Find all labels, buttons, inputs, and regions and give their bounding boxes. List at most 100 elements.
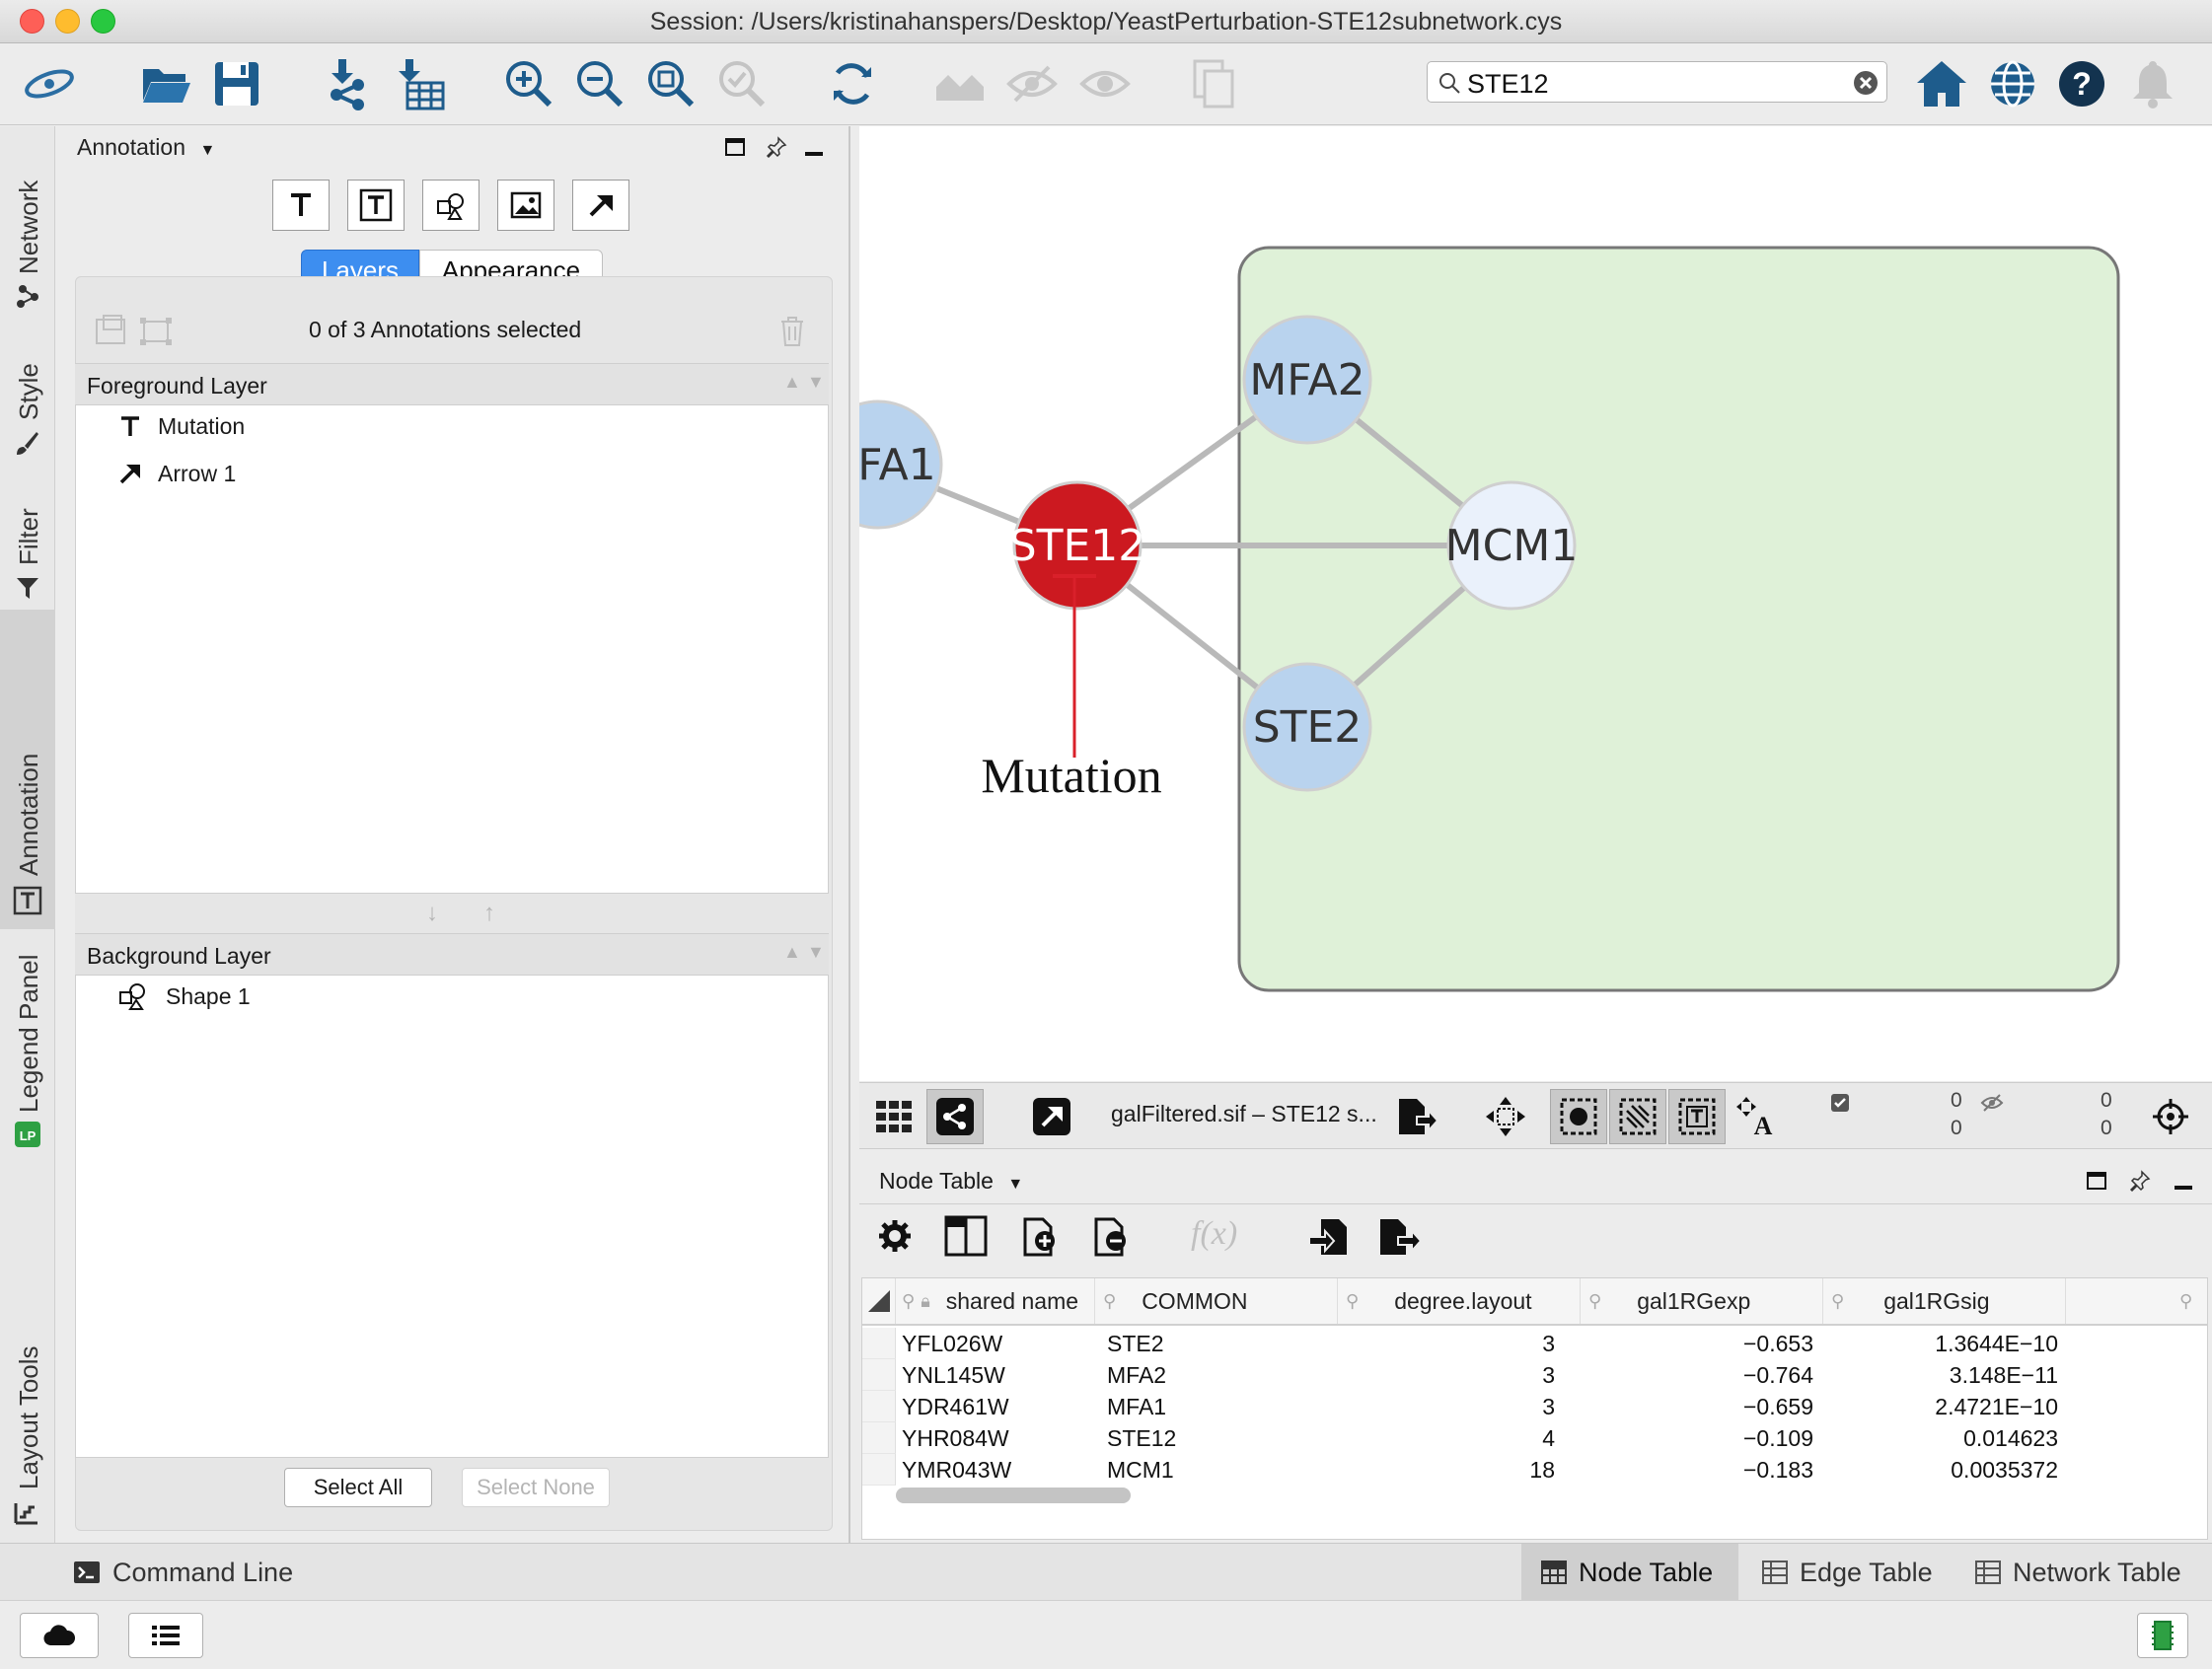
zoom-fit-icon[interactable]	[641, 54, 700, 113]
table-cell[interactable]: 18	[1529, 1457, 1555, 1483]
table-cell[interactable]: 3.148E−11	[1949, 1362, 2058, 1388]
home-icon[interactable]	[1912, 54, 1971, 113]
grid-view-button[interactable]	[865, 1089, 922, 1144]
network-node-circle[interactable]	[1242, 315, 1372, 445]
delete-column-icon[interactable]	[1092, 1215, 1132, 1259]
network-node-ste2[interactable]: STE2	[1242, 662, 1372, 792]
table-cell[interactable]: 1.3644E−10	[1935, 1331, 2058, 1356]
pin-panel-icon[interactable]	[2129, 1170, 2151, 1192]
network-node-circle[interactable]	[1012, 480, 1143, 611]
row-header[interactable]	[862, 1328, 896, 1359]
network-node-circle[interactable]	[1242, 662, 1372, 792]
node-table-grid[interactable]: ⚲ 🔒︎ shared name ⚲ COMMON ⚲ degree.layou…	[861, 1277, 2208, 1540]
add-shape-annotation-button[interactable]	[422, 180, 479, 231]
help-icon[interactable]: ?	[2052, 54, 2111, 113]
table-cell[interactable]: −0.183	[1743, 1457, 1813, 1483]
float-panel-icon[interactable]	[724, 136, 746, 158]
horizontal-scrollbar[interactable]	[896, 1488, 1131, 1503]
birds-eye-view-button[interactable]	[2142, 1089, 2199, 1144]
side-tab-network[interactable]: Network	[0, 146, 55, 319]
table-cell[interactable]: 0.0035372	[1951, 1457, 2058, 1483]
minimize-window-button[interactable]	[55, 9, 80, 34]
export-network-button[interactable]	[1388, 1089, 1445, 1144]
table-cell[interactable]: MCM1	[1107, 1457, 1174, 1483]
table-row[interactable]: YMR043W MCM1 18 −0.183 0.0035372	[862, 1454, 2207, 1486]
table-cell[interactable]: STE12	[1107, 1425, 1177, 1451]
table-cell[interactable]: YDR461W	[902, 1394, 1009, 1419]
list-item[interactable]: Arrow 1	[118, 457, 236, 490]
column-header-degree-layout[interactable]: ⚲ degree.layout	[1338, 1278, 1581, 1324]
table-cell[interactable]: YFL026W	[902, 1331, 1003, 1356]
row-header[interactable]	[862, 1359, 896, 1391]
row-header[interactable]	[862, 1391, 896, 1422]
select-nodes-button[interactable]	[1550, 1089, 1607, 1144]
column-header-gal1rgsig[interactable]: ⚲ gal1RGsig	[1823, 1278, 2066, 1324]
table-cell[interactable]: STE2	[1107, 1331, 1164, 1356]
cloud-button[interactable]	[20, 1613, 99, 1658]
table-cell[interactable]: MFA1	[1107, 1394, 1167, 1419]
cytoscape-logo-icon[interactable]	[20, 54, 79, 113]
side-tab-style[interactable]: Style	[0, 324, 55, 462]
table-cell[interactable]: 2.4721E−10	[1935, 1394, 2058, 1419]
network-node-mcm1[interactable]: MCM1	[1445, 480, 1579, 611]
task-list-button[interactable]	[128, 1613, 203, 1658]
table-cell[interactable]: 4	[1542, 1425, 1555, 1451]
select-annotations-button[interactable]	[1668, 1089, 1726, 1144]
select-all-button[interactable]: Select All	[284, 1468, 432, 1507]
select-labels-button[interactable]: A	[1728, 1089, 1785, 1144]
zoom-window-button[interactable]	[91, 9, 115, 34]
add-arrow-annotation-button[interactable]	[572, 180, 629, 231]
side-tab-annotation[interactable]: Annotation	[0, 610, 55, 929]
table-cell[interactable]: −0.659	[1743, 1394, 1813, 1419]
table-row[interactable]: YDR461W MFA1 3 −0.659 2.4721E−10	[862, 1391, 2207, 1422]
import-table-icon[interactable]	[391, 54, 450, 113]
table-cell[interactable]: −0.764	[1743, 1362, 1813, 1388]
gear-icon[interactable]	[877, 1218, 913, 1254]
list-item[interactable]: Mutation	[118, 409, 245, 443]
side-tab-filter[interactable]: Filter	[0, 467, 55, 605]
row-header[interactable]	[862, 1422, 896, 1454]
side-tab-legend-panel[interactable]: Legend Panel LP	[0, 935, 55, 1172]
network-node-mfa1[interactable]: MFA1	[813, 399, 943, 530]
table-cell[interactable]: −0.109	[1743, 1425, 1813, 1451]
table-cell[interactable]: YHR084W	[902, 1425, 1009, 1451]
annotation-panel-header[interactable]: Annotation ▼	[77, 134, 215, 161]
clear-search-icon[interactable]	[1853, 70, 1879, 96]
network-view-button[interactable]	[926, 1089, 984, 1144]
select-nodes-and-edges-button[interactable]	[1477, 1089, 1534, 1144]
open-session-icon[interactable]	[136, 54, 195, 113]
add-image-annotation-button[interactable]	[497, 180, 554, 231]
detach-view-button[interactable]	[1023, 1089, 1080, 1144]
column-header-shared-name[interactable]: ⚲ 🔒︎ shared name	[896, 1278, 1095, 1324]
export-table-icon[interactable]	[1376, 1215, 1424, 1259]
table-cell[interactable]: −0.653	[1743, 1331, 1813, 1356]
side-tab-layout-tools[interactable]: Layout Tools	[0, 1310, 55, 1537]
minimize-panel-icon[interactable]	[803, 136, 825, 158]
column-header-gal1rgexp[interactable]: ⚲ gal1RGexp	[1581, 1278, 1823, 1324]
network-node-circle[interactable]	[1446, 480, 1577, 611]
add-text-annotation-button[interactable]	[272, 180, 330, 231]
table-cell[interactable]: YMR043W	[902, 1457, 1012, 1483]
zoom-in-icon[interactable]	[499, 54, 558, 113]
save-session-icon[interactable]	[207, 54, 266, 113]
panel-menu-chevron-icon[interactable]: ▼	[199, 142, 216, 159]
notifications-bell-icon[interactable]	[2123, 54, 2182, 113]
zoom-out-icon[interactable]	[570, 54, 629, 113]
node-table-tab[interactable]: Node Table	[1521, 1544, 1738, 1601]
table-panel-header[interactable]: Node Table ▼	[879, 1168, 1023, 1195]
table-cell[interactable]: YNL145W	[902, 1362, 1005, 1388]
network-table-tab[interactable]: Network Table	[1975, 1544, 2181, 1601]
network-canvas[interactable]: MFA1STE12MFA2MCM1STE2 Mutation	[813, 126, 2212, 1081]
table-cell[interactable]: MFA2	[1107, 1362, 1167, 1388]
globe-icon[interactable]	[1983, 54, 2042, 113]
network-node-mfa2[interactable]: MFA2	[1242, 315, 1372, 445]
table-cell[interactable]: 3	[1542, 1394, 1555, 1419]
search-input[interactable]: STE12	[1467, 69, 1549, 99]
panel-menu-chevron-icon[interactable]: ▼	[1007, 1176, 1024, 1193]
minimize-panel-icon[interactable]	[2173, 1170, 2194, 1192]
memory-status-button[interactable]	[2137, 1613, 2188, 1658]
float-panel-icon[interactable]	[2086, 1170, 2107, 1192]
list-item[interactable]: Shape 1	[118, 980, 251, 1013]
mutation-text-annotation[interactable]: Mutation	[981, 748, 1161, 803]
show-columns-icon[interactable]	[944, 1215, 988, 1257]
